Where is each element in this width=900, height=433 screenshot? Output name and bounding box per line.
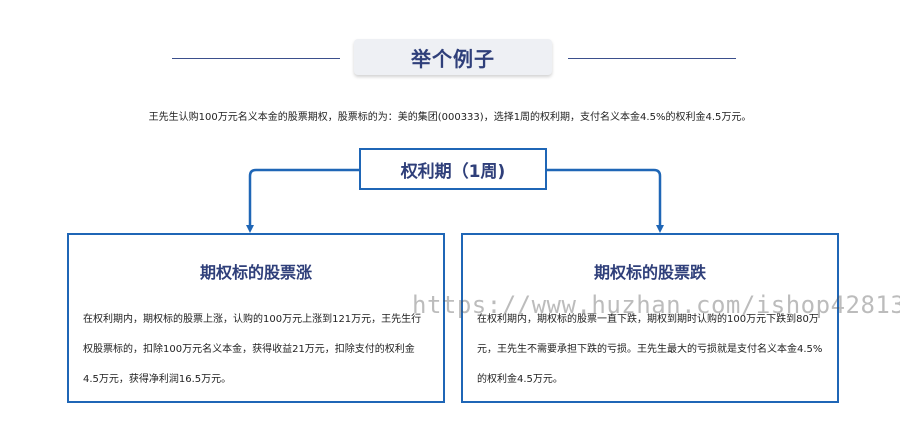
card-stock-up: 期权标的股票涨 在权利期内，期权标的股票上涨，认购的100万元上涨到121万元，… — [67, 233, 445, 403]
card-title-stock-up: 期权标的股票涨 — [199, 263, 312, 282]
section-title: 举个例子 — [354, 39, 552, 75]
card-body-stock-down: 在权利期内，期权标的股票一直下跌，期权到期时认购的100万元下跌到80万元，王先… — [477, 314, 823, 385]
intro-text: 王先生认购100万元名义本金的股票期权，股票标的为：美的集团(000333)，选… — [148, 112, 752, 123]
left-connector — [246, 168, 359, 233]
card-body-stock-up: 在权利期内，期权标的股票上涨，认购的100万元上涨到121万元，王先生行权股票标… — [83, 314, 422, 385]
watermark: https://www.huzhan.com/ishop42813 — [412, 291, 900, 319]
card-title-stock-down: 期权标的股票跌 — [593, 263, 706, 282]
card-stock-down: 期权标的股票跌 在权利期内，期权标的股票一直下跌，期权到期时认购的100万元下跌… — [461, 233, 839, 403]
title-divider-right — [568, 58, 736, 59]
title-divider-left — [172, 58, 340, 59]
right-connector — [547, 168, 664, 233]
period-box: 权利期（1周) — [359, 148, 547, 190]
